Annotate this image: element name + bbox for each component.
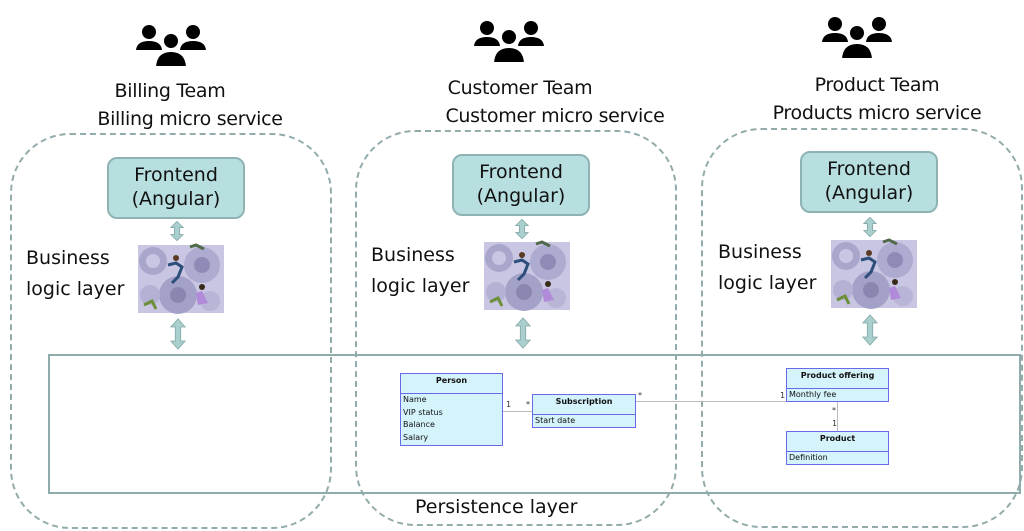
frontend-tech: (Angular)	[131, 188, 221, 210]
team-people-icon	[135, 24, 207, 68]
uml-attribute: Start date	[535, 416, 576, 425]
team-name: Product Team	[814, 74, 940, 96]
service-name: Billing micro service	[97, 108, 283, 130]
uml-class-name: Subscription	[533, 395, 635, 415]
product-service-boundary	[701, 128, 1023, 528]
frontend-box: Frontend (Angular)	[107, 157, 245, 219]
uml-attribute: Salary	[403, 432, 429, 442]
uml-attribute: Definition	[789, 453, 828, 462]
service-name: Customer micro service	[445, 105, 665, 127]
uml-class-name: Product offering	[787, 369, 888, 389]
service-name: Products micro service	[772, 102, 982, 124]
frontend-tech: (Angular)	[476, 185, 566, 207]
team-name: Customer Team	[447, 77, 593, 99]
bidirectional-arrow-icon	[515, 219, 529, 239]
uml-attribute: Balance	[403, 420, 435, 429]
business-logic-line1: Business	[26, 247, 110, 269]
bidirectional-arrow-icon	[862, 312, 878, 348]
frontend-tech: (Angular)	[824, 182, 914, 204]
customer-service-boundary	[355, 130, 677, 526]
business-logic-label: Business logic layer	[26, 243, 124, 305]
business-logic-line1: Business	[718, 241, 802, 263]
billing-service-boundary	[10, 133, 332, 529]
multiplicity-label: *	[526, 400, 530, 409]
uml-attribute: Name	[403, 395, 427, 404]
business-logic-line2: logic layer	[718, 272, 817, 294]
gears-people-image	[484, 240, 570, 312]
business-logic-label: Business logic layer	[718, 237, 816, 299]
uml-class-product: Product Definition	[786, 431, 889, 465]
business-logic-line1: Business	[371, 244, 455, 266]
gears-people-image	[831, 238, 917, 310]
uml-attribute: VIP status	[403, 407, 443, 417]
business-logic-label: Business logic layer	[371, 240, 469, 302]
team-name: Billing Team	[114, 80, 226, 102]
uml-class-name: Product	[787, 432, 888, 452]
multiplicity-label: *	[832, 406, 836, 415]
frontend-label: Frontend	[479, 161, 563, 183]
uml-class-subscription: Subscription Start date	[532, 394, 636, 428]
team-people-icon	[473, 20, 545, 64]
multiplicity-label: 1	[506, 400, 512, 409]
association-productoffering-product	[837, 401, 838, 432]
frontend-label: Frontend	[134, 164, 218, 186]
bidirectional-arrow-icon	[170, 317, 186, 351]
frontend-box: Frontend (Angular)	[800, 151, 938, 213]
frontend-box: Frontend (Angular)	[452, 154, 590, 216]
uml-attribute: Monthly fee	[789, 390, 837, 399]
business-logic-line2: logic layer	[26, 278, 125, 300]
bidirectional-arrow-icon	[170, 221, 184, 241]
persistence-layer-label: Persistence layer	[415, 496, 578, 518]
business-logic-line2: logic layer	[371, 275, 470, 297]
uml-class-product-offering: Product offering Monthly fee	[786, 368, 889, 402]
uml-class-name: Person	[401, 374, 502, 394]
association-person-subscription	[502, 411, 532, 412]
multiplicity-label: 1	[832, 419, 838, 428]
uml-class-person: Person Name VIP status Balance Salary	[400, 373, 503, 446]
multiplicity-label: *	[638, 391, 642, 400]
persistence-layer-box	[48, 354, 1021, 494]
gears-people-image	[138, 243, 224, 315]
bidirectional-arrow-icon	[863, 217, 877, 237]
bidirectional-arrow-icon	[515, 316, 531, 350]
multiplicity-label: 1	[780, 391, 786, 400]
association-subscription-productoffering	[635, 401, 786, 402]
team-people-icon	[821, 16, 893, 60]
frontend-label: Frontend	[827, 158, 911, 180]
